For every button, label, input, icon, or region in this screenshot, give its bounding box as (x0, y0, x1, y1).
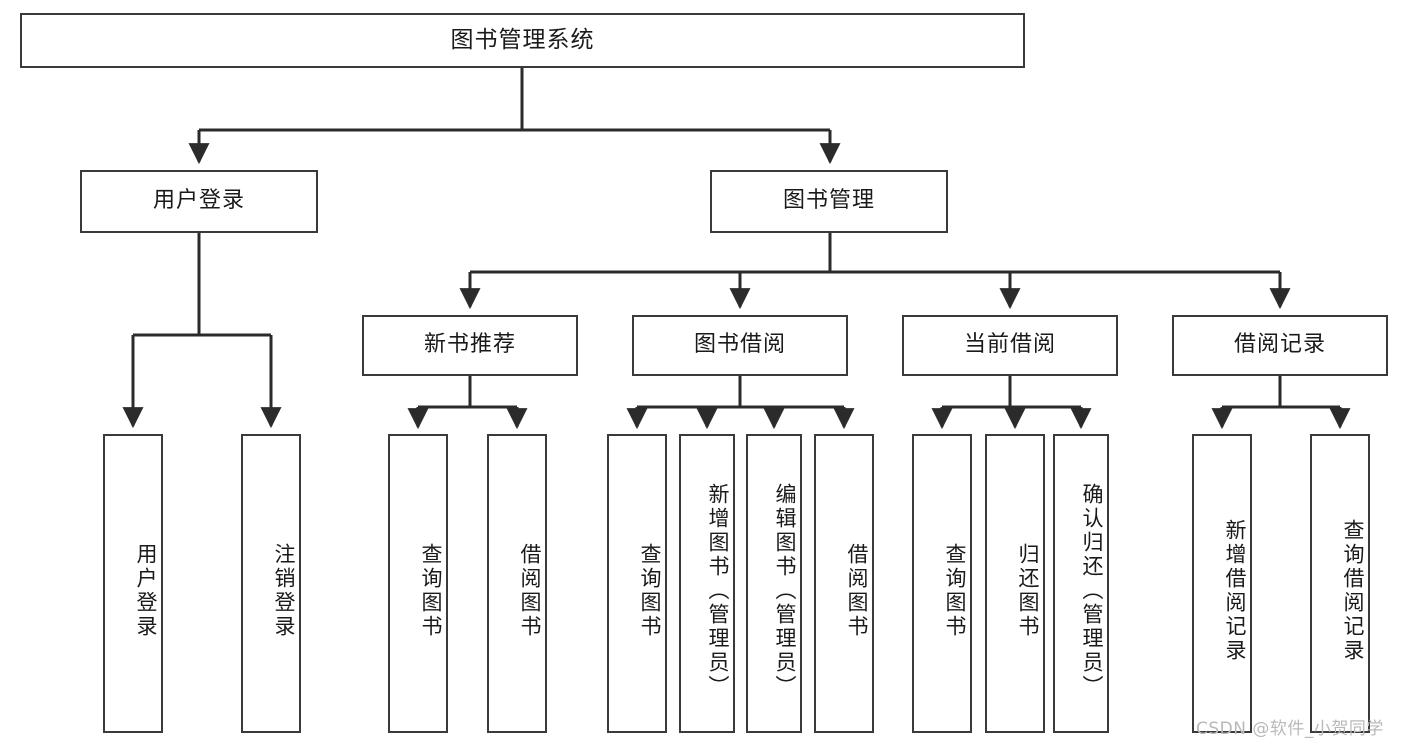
node-leaf-confirm-return-admin[interactable]: 确认归还（管理员） (1053, 434, 1109, 733)
watermark: CSDN @软件_小贺同学 (1196, 719, 1384, 739)
node-leaf-recommend-query-book[interactable]: 查询图书 (388, 434, 448, 733)
node-borrow-record[interactable]: 借阅记录 (1172, 315, 1388, 376)
node-leaf-add-book-admin[interactable]: 新增图书（管理员） (679, 434, 735, 733)
node-leaf-borrow-book[interactable]: 借阅图书 (814, 434, 874, 733)
node-leaf-query-borrow-record[interactable]: 查询借阅记录 (1310, 434, 1370, 733)
node-leaf-borrow-book-label: 借阅图书 (845, 542, 869, 639)
node-leaf-recommend-borrow-book[interactable]: 借阅图书 (487, 434, 547, 733)
node-leaf-recommend-query-book-label: 查询图书 (419, 542, 443, 639)
node-leaf-add-borrow-record-label: 新增借阅记录 (1223, 518, 1247, 663)
node-leaf-query-borrow-record-label: 查询借阅记录 (1341, 518, 1365, 663)
node-leaf-recommend-borrow-book-label: 借阅图书 (518, 542, 542, 639)
node-leaf-user-logout-label: 注销登录 (272, 542, 296, 639)
node-user-login-label: 用户登录 (152, 188, 245, 214)
node-root[interactable]: 图书管理系统 (20, 13, 1025, 68)
node-leaf-current-query-book[interactable]: 查询图书 (912, 434, 972, 733)
node-leaf-current-query-book-label: 查询图书 (943, 542, 967, 639)
node-leaf-edit-book-admin[interactable]: 编辑图书（管理员） (746, 434, 802, 733)
node-leaf-edit-book-admin-label: 编辑图书（管理员） (773, 482, 797, 699)
node-leaf-user-login[interactable]: 用户登录 (103, 434, 163, 733)
node-root-label: 图书管理系统 (450, 26, 595, 53)
node-book-manage[interactable]: 图书管理 (710, 170, 948, 233)
node-new-book-recommend[interactable]: 新书推荐 (362, 315, 578, 376)
node-user-login[interactable]: 用户登录 (80, 170, 318, 233)
node-leaf-user-login-label: 用户登录 (134, 542, 158, 639)
node-book-borrow-label: 图书借阅 (693, 332, 786, 358)
node-book-manage-label: 图书管理 (782, 188, 875, 214)
node-leaf-borrow-query-book-label: 查询图书 (638, 542, 662, 639)
node-current-borrow[interactable]: 当前借阅 (902, 315, 1118, 376)
node-book-borrow[interactable]: 图书借阅 (632, 315, 848, 376)
node-borrow-record-label: 借阅记录 (1233, 332, 1326, 358)
node-new-book-recommend-label: 新书推荐 (423, 332, 516, 358)
node-leaf-add-book-admin-label: 新增图书（管理员） (706, 482, 730, 699)
node-leaf-return-book[interactable]: 归还图书 (985, 434, 1045, 733)
node-leaf-add-borrow-record[interactable]: 新增借阅记录 (1192, 434, 1252, 733)
node-leaf-user-logout[interactable]: 注销登录 (241, 434, 301, 733)
node-leaf-return-book-label: 归还图书 (1016, 542, 1040, 639)
node-current-borrow-label: 当前借阅 (963, 332, 1056, 358)
node-leaf-confirm-return-admin-label: 确认归还（管理员） (1080, 482, 1104, 699)
node-leaf-borrow-query-book[interactable]: 查询图书 (607, 434, 667, 733)
